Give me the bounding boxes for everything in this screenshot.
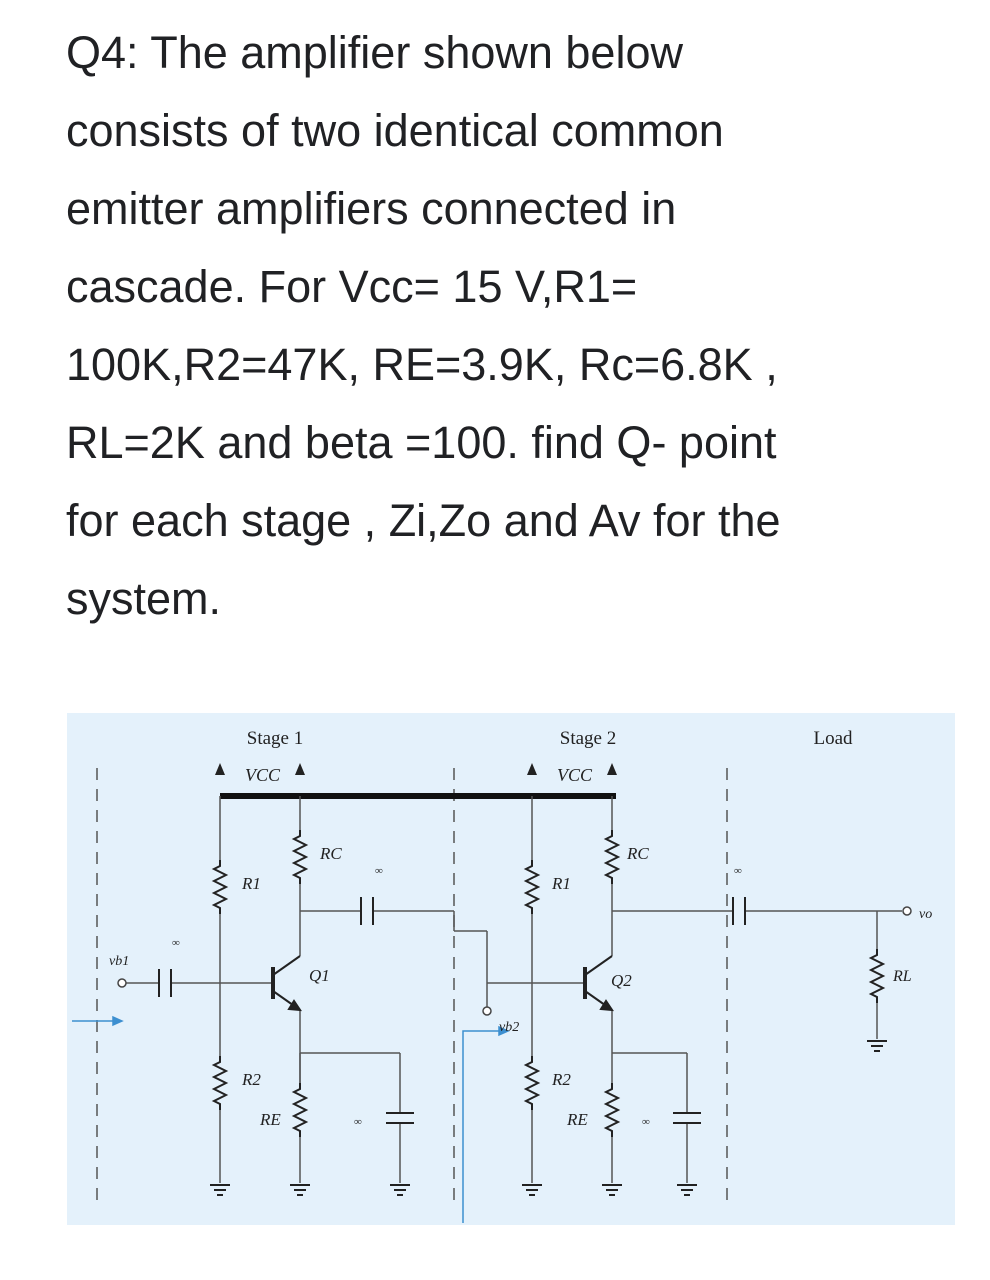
q1-label: Q1 xyxy=(309,966,330,985)
question-text: Q4: The amplifier shown below consists o… xyxy=(66,14,946,638)
transistor-q2 xyxy=(583,955,614,1012)
rl-label: RL xyxy=(892,968,912,985)
r2-label-stage2: R2 xyxy=(551,1070,571,1089)
q2-label: Q2 xyxy=(611,971,632,990)
cap-value-label: ∞ xyxy=(375,865,383,877)
stage-boundaries xyxy=(96,768,728,1208)
r1-label-stage1: R1 xyxy=(241,874,261,893)
load-title: Load xyxy=(813,728,853,749)
question-line-6: RL=2K and beta =100. find Q- point xyxy=(66,417,777,468)
r2-label-stage1: R2 xyxy=(241,1070,261,1089)
vb2-label: vb2 xyxy=(499,1020,519,1035)
cascade-amplifier-figure: Stage 1 Stage 2 Load VCC VCC RC R1 R2 RE… xyxy=(67,713,955,1225)
vb1-label: vb1 xyxy=(109,954,129,969)
re-label-stage2: RE xyxy=(566,1110,588,1129)
vcc-arrows xyxy=(215,763,617,775)
stage1-title: Stage 1 xyxy=(247,728,303,749)
vcc-label-stage1: VCC xyxy=(245,765,281,785)
stage2-title: Stage 2 xyxy=(560,728,616,749)
rc-label-stage2: RC xyxy=(626,844,649,863)
wiring xyxy=(122,796,902,1183)
capacitors xyxy=(158,897,746,1124)
re-label-stage1: RE xyxy=(259,1110,281,1129)
cap-value-label: ∞ xyxy=(172,937,180,949)
question-line-4: cascade. For Vcc= 15 V,R1= xyxy=(66,261,638,312)
question-line-3: emitter amplifiers connected in xyxy=(66,183,677,234)
terminals xyxy=(117,906,912,1016)
infinity-labels: ∞ ∞ ∞ ∞ ∞ xyxy=(172,865,742,1128)
cap-value-label: ∞ xyxy=(354,1116,362,1128)
cap-value-label: ∞ xyxy=(642,1116,650,1128)
question-line-7: for each stage , Zi,Zo and Av for the xyxy=(66,495,781,546)
vo-label: vo xyxy=(919,907,932,922)
r1-label-stage2: R1 xyxy=(551,874,571,893)
question-line-5: 100K,R2=47K, RE=3.9K, Rc=6.8K , xyxy=(66,339,778,390)
circuit-diagram: Stage 1 Stage 2 Load VCC VCC RC R1 R2 RE… xyxy=(67,713,955,1225)
question-line-2: consists of two identical common xyxy=(66,105,724,156)
vcc-label-stage2: VCC xyxy=(557,765,593,785)
transistor-q1 xyxy=(271,955,302,1012)
signal-arrows xyxy=(72,1015,510,1223)
question-line-8: system. xyxy=(66,573,222,624)
question-line-1: Q4: The amplifier shown below xyxy=(66,27,683,78)
cap-value-label: ∞ xyxy=(734,865,742,877)
rc-label-stage1: RC xyxy=(319,844,342,863)
figure-background xyxy=(67,713,955,1225)
